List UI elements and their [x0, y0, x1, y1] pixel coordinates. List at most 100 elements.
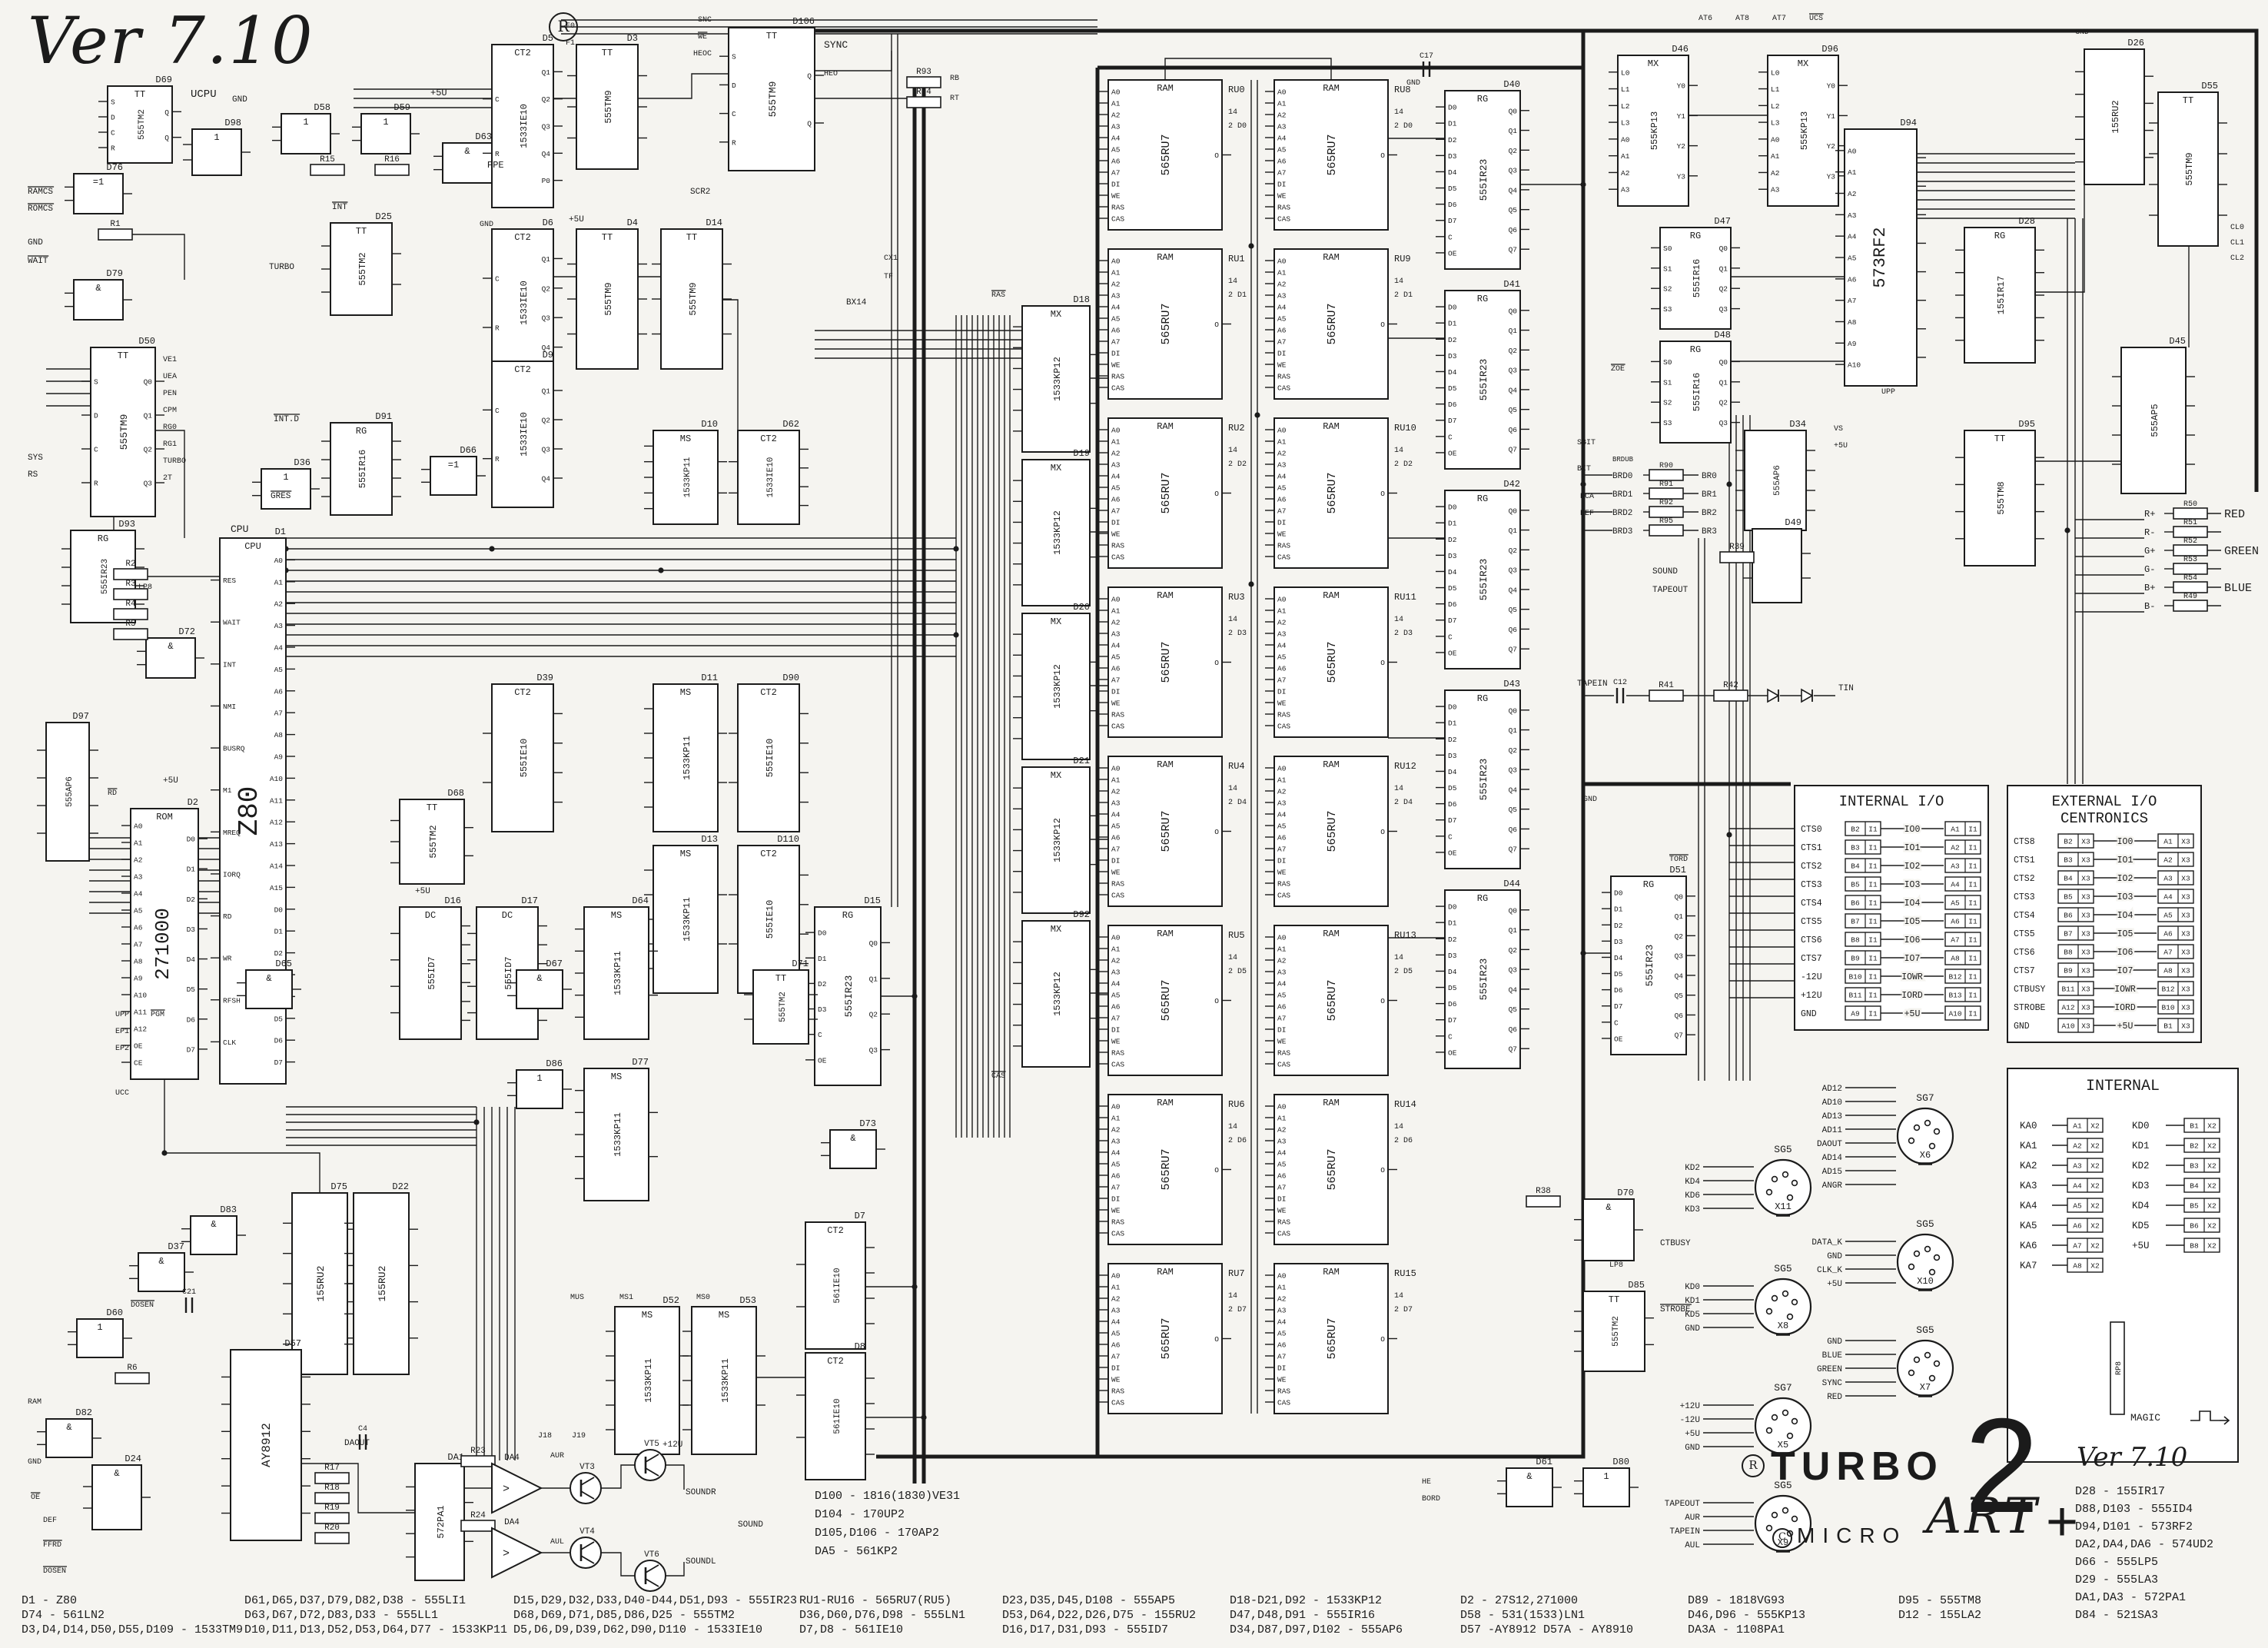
svg-text:D51: D51 [1669, 865, 1686, 876]
svg-text:D0: D0 [1448, 903, 1457, 912]
svg-text:D2: D2 [818, 980, 827, 988]
svg-text:X7: X7 [1920, 1382, 1931, 1393]
svg-text:1533IE10: 1533IE10 [766, 457, 775, 498]
svg-text:A3: A3 [2163, 875, 2173, 883]
svg-text:561IE10: 561IE10 [833, 1268, 842, 1303]
svg-text:A7: A7 [1111, 1015, 1120, 1023]
svg-text:AUR: AUR [1685, 1513, 1700, 1523]
ram-chip-RU5: A0A1A2A3A4A5A6A7DIWERASCASORAM565RU7RU51… [1099, 925, 1247, 1076]
svg-text:IO3: IO3 [1904, 880, 1921, 890]
svg-text:TT: TT [1609, 1294, 1619, 1305]
svg-text:D5: D5 [1448, 984, 1457, 992]
svg-text:X3: X3 [2181, 949, 2190, 957]
net-label: TAPEOUT [1652, 586, 1689, 595]
svg-text:A3: A3 [1111, 630, 1121, 639]
svg-text:X2: X2 [2207, 1182, 2217, 1191]
svg-text:RT: RT [950, 95, 959, 103]
svg-text:A2: A2 [2163, 856, 2173, 865]
svg-text:Q3: Q3 [1509, 367, 1518, 375]
wire-bundle [815, 330, 1022, 359]
svg-text:-12U: -12U [1680, 1416, 1700, 1425]
ic-D40: D0D1D2D3D4D5D6D7COEQ0Q1Q2Q3Q4Q5Q6Q7RG555… [1436, 79, 1529, 270]
svg-text:D57 -AY8912 D57A - AY8910: D57 -AY8912 D57A - AY8910 [1460, 1623, 1633, 1636]
svg-text:DI: DI [1111, 350, 1120, 358]
svg-text:2 D6: 2 D6 [1228, 1137, 1247, 1145]
svg-text:R90: R90 [1659, 462, 1673, 470]
svg-text:A2: A2 [1277, 1126, 1287, 1135]
svg-text:D98: D98 [224, 118, 241, 128]
svg-text:A2: A2 [1111, 281, 1121, 289]
svg-text:Q0: Q0 [1509, 307, 1518, 315]
svg-text:A0: A0 [1277, 1272, 1287, 1281]
svg-text:A1: A1 [1621, 152, 1630, 161]
net-label: HEOC [693, 50, 712, 58]
svg-text:Q3: Q3 [1509, 766, 1518, 775]
svg-text:D76: D76 [106, 162, 123, 173]
svg-text:DC: DC [425, 910, 436, 921]
svg-text:R24: R24 [470, 1511, 486, 1520]
svg-text:TORD: TORD [1669, 856, 1688, 864]
svg-text:Q2: Q2 [542, 284, 551, 293]
svg-text:555AP5: 555AP5 [2150, 404, 2160, 437]
svg-text:Q2: Q2 [869, 1011, 878, 1019]
svg-text:SG5: SG5 [1774, 1144, 1791, 1155]
svg-text:D4: D4 [1448, 768, 1457, 776]
svg-text:D17: D17 [521, 895, 538, 906]
svg-text:A3: A3 [1111, 123, 1121, 131]
svg-text:TT: TT [356, 226, 367, 237]
svg-text:Q5: Q5 [1675, 992, 1684, 1000]
svg-text:GND: GND [1685, 1444, 1700, 1453]
svg-text:DAOUT: DAOUT [344, 1439, 370, 1448]
svg-text:CT2: CT2 [514, 687, 531, 698]
svg-text:2 D5: 2 D5 [1228, 968, 1247, 976]
svg-text:A0: A0 [1277, 88, 1287, 97]
svg-text:A0: A0 [1111, 88, 1121, 97]
svg-text:R16: R16 [384, 155, 400, 164]
svg-text:D2: D2 [1448, 136, 1457, 145]
svg-text:A2: A2 [1111, 1126, 1121, 1135]
svg-text:IORD: IORD [1901, 991, 1923, 1001]
svg-text:A12: A12 [2061, 1004, 2074, 1012]
svg-text:TT: TT [2183, 95, 2193, 106]
svg-text:RAM: RAM [1323, 759, 1340, 770]
svg-text:R41: R41 [1659, 681, 1674, 690]
svg-text:D47,D48,D91 - 555IR16: D47,D48,D91 - 555IR16 [1230, 1609, 1375, 1622]
ic-D49: D49 [1743, 517, 1811, 603]
svg-text:BUSRQ: BUSRQ [223, 745, 245, 753]
wire-bundle [89, 837, 131, 914]
svg-text:KA6: KA6 [2020, 1241, 2037, 1251]
svg-text:RAM: RAM [1323, 421, 1340, 432]
svg-text:KD0: KD0 [2132, 1121, 2150, 1131]
svg-text:R49: R49 [2183, 593, 2197, 601]
svg-text:WE: WE [1277, 192, 1287, 201]
svg-text:A4: A4 [1111, 811, 1121, 819]
svg-text:AD12: AD12 [1822, 1085, 1842, 1094]
transistor-VT4: VT4 [569, 1527, 602, 1569]
svg-text:565RU7: 565RU7 [1160, 810, 1173, 852]
svg-text:+5U: +5U [415, 887, 430, 896]
svg-text:BRD0: BRD0 [1612, 472, 1632, 481]
svg-text:A1: A1 [274, 578, 284, 586]
net-label: SOUNDR [686, 1488, 716, 1497]
svg-text:S3: S3 [1663, 419, 1672, 427]
svg-text:Q: Q [164, 134, 169, 142]
resistor-R4: R4 [113, 600, 148, 620]
svg-text:D1: D1 [1614, 905, 1623, 914]
svg-text:1533KP12: 1533KP12 [1052, 972, 1063, 1016]
svg-text:RG1: RG1 [163, 440, 177, 449]
svg-text:A4: A4 [1111, 1318, 1121, 1327]
svg-text:A4: A4 [1111, 304, 1121, 312]
svg-text:I1: I1 [1968, 992, 1977, 1000]
net-label: GND [232, 95, 247, 105]
svg-text:EXTERNAL I/O: EXTERNAL I/O [2052, 793, 2157, 810]
svg-text:555TM9: 555TM9 [118, 414, 130, 450]
svg-text:RAM: RAM [1157, 1267, 1174, 1278]
